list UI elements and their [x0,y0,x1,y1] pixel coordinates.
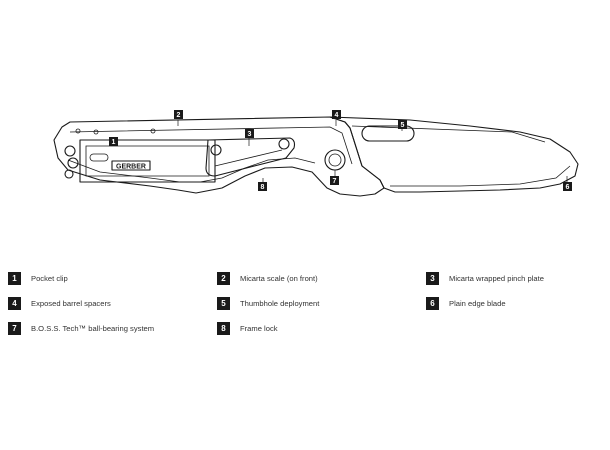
legend-badge: 5 [217,296,230,310]
pocket-clip [79,139,216,183]
pinch-plate-screw [278,138,290,150]
svg-text:8: 8 [261,184,265,191]
marker-4: 4 [332,110,341,119]
legend-badge: 1 [8,271,21,285]
marker-1: 1 [109,137,118,146]
legend-badge: 2 [217,271,230,285]
svg-text:2: 2 [177,112,181,119]
pinch-plate-bevel [214,149,283,167]
handle-lower-liner [67,157,316,183]
legend-label: Frame lock [240,323,278,333]
blade-edge-bevel [390,165,571,187]
legend-item: 5 Thumbhole deployment [217,295,319,311]
legend-item: 3 Micarta wrapped pinch plate [426,270,544,286]
barrel-spacer-dot [150,128,156,134]
handle-liner [69,126,353,165]
marker-7: 7 [330,176,339,185]
clip-screw [67,157,79,169]
clip-inner [85,145,210,177]
legend-label: Micarta scale (on front) [240,273,318,283]
legend-item: 2 Micarta scale (on front) [217,270,318,286]
legend-label: Exposed barrel spacers [31,298,111,308]
legend-item: 1 Pocket clip [8,270,68,286]
pivot-inner [328,153,342,167]
clip-screw [64,145,76,157]
gerber-logo-text: GERBER [116,164,146,171]
legend-badge: 3 [426,271,439,285]
pinch-plate-screw [210,144,222,156]
legend-label: Micarta wrapped pinch plate [449,273,544,283]
legend-badge: 7 [8,321,21,335]
legend-badge: 4 [8,296,21,310]
legend-badge: 6 [426,296,439,310]
svg-text:6: 6 [566,184,570,191]
barrel-spacer-dot [75,128,81,134]
legend-item: 8 Frame lock [217,320,278,336]
svg-text:4: 4 [335,112,339,119]
blade-grind-line [351,125,546,143]
svg-text:1: 1 [112,139,116,146]
pivot-outer [324,149,346,171]
legend-item: 4 Exposed barrel spacers [8,295,111,311]
marker-5: 5 [398,120,407,129]
legend: 1 Pocket clip 2 Micarta scale (on front)… [0,266,610,346]
legend-label: Pocket clip [31,273,68,283]
clip-screw [64,169,74,179]
marker-2: 2 [174,110,183,119]
legend-badge: 8 [217,321,230,335]
legend-item: 6 Plain edge blade [426,295,506,311]
blade-outline [329,116,579,193]
legend-label: Plain edge blade [449,298,506,308]
pinch-plate [205,137,296,177]
legend-item: 7 B.O.S.S. Tech™ ball-bearing system [8,320,154,336]
marker-3: 3 [245,129,254,138]
clip-slot [89,153,109,162]
svg-text:5: 5 [401,122,405,129]
svg-text:3: 3 [248,131,252,138]
svg-text:7: 7 [333,178,337,185]
marker-6: 6 [563,182,572,191]
knife-line-drawing: GERBER 1 2 3 4 5 6 7 8 [53,110,579,197]
marker-8: 8 [258,182,267,191]
thumbhole [361,125,415,142]
barrel-spacer-dot [93,129,99,135]
legend-label: B.O.S.S. Tech™ ball-bearing system [31,323,155,333]
gerber-logo-box [111,160,151,171]
legend-label: Thumbhole deployment [240,298,320,308]
